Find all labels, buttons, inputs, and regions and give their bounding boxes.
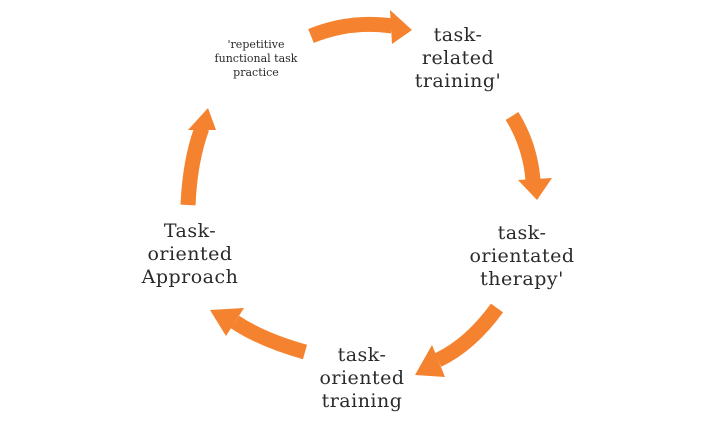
node-repetitive-functional-task-practice: 'repetitive functional task practice (215, 38, 298, 80)
label-line: Task- (163, 220, 217, 242)
label-line: oriented (147, 243, 233, 265)
label-line: Approach (141, 266, 239, 288)
node-task-related-training: task- related training' (415, 24, 502, 93)
label-line: 'repetitive (227, 38, 285, 51)
arrowhead-left (188, 108, 216, 130)
node-task-orientated-therapy: task- orientated therapy' (469, 222, 574, 291)
arrow-left (180, 125, 210, 206)
arrow-top (308, 16, 394, 43)
arrowhead-bottom-left (210, 308, 244, 336)
label-line: task- (497, 222, 547, 244)
arrowhead-right-upper (518, 178, 552, 200)
label-line: oriented (319, 367, 405, 389)
label-line: task- (337, 344, 387, 366)
label-line: task- (433, 24, 483, 46)
node-task-oriented-training: task- oriented training (319, 344, 404, 413)
label-line: orientated (469, 245, 575, 267)
label-line: training (321, 390, 403, 412)
label-line: functional task (214, 52, 298, 65)
arrow-right-upper (505, 112, 541, 181)
arrowhead-right-lower (415, 345, 445, 377)
arrow-right-lower (434, 303, 504, 367)
arrow-bottom-left (230, 315, 308, 360)
arrowhead-top (390, 10, 412, 44)
node-task-oriented-approach: Task- oriented Approach (142, 220, 239, 289)
label-line: therapy' (480, 268, 564, 290)
label-line: practice (233, 66, 279, 79)
label-line: related (421, 47, 495, 69)
label-line: training' (414, 70, 502, 92)
